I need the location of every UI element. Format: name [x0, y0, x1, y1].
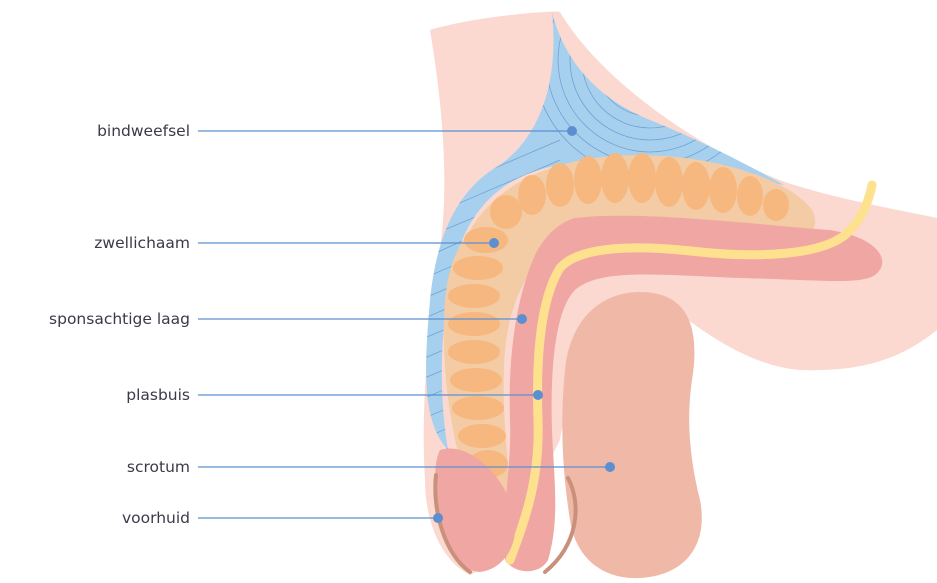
dot-voorhuid — [433, 513, 443, 523]
label-plasbuis: plasbuis — [126, 386, 190, 404]
dot-plasbuis — [533, 390, 543, 400]
dot-bindweefsel — [567, 126, 577, 136]
label-bindweefsel: bindweefsel — [97, 122, 190, 140]
label-scrotum: scrotum — [127, 458, 190, 476]
label-zwellichaam: zwellichaam — [94, 234, 190, 252]
dot-scrotum — [605, 462, 615, 472]
dot-sponsachtige-laag — [517, 314, 527, 324]
dot-zwellichaam — [489, 238, 499, 248]
label-sponsachtige-laag: sponsachtige laag — [49, 310, 190, 328]
scrotum-shape — [562, 292, 702, 578]
label-voorhuid: voorhuid — [122, 509, 190, 527]
